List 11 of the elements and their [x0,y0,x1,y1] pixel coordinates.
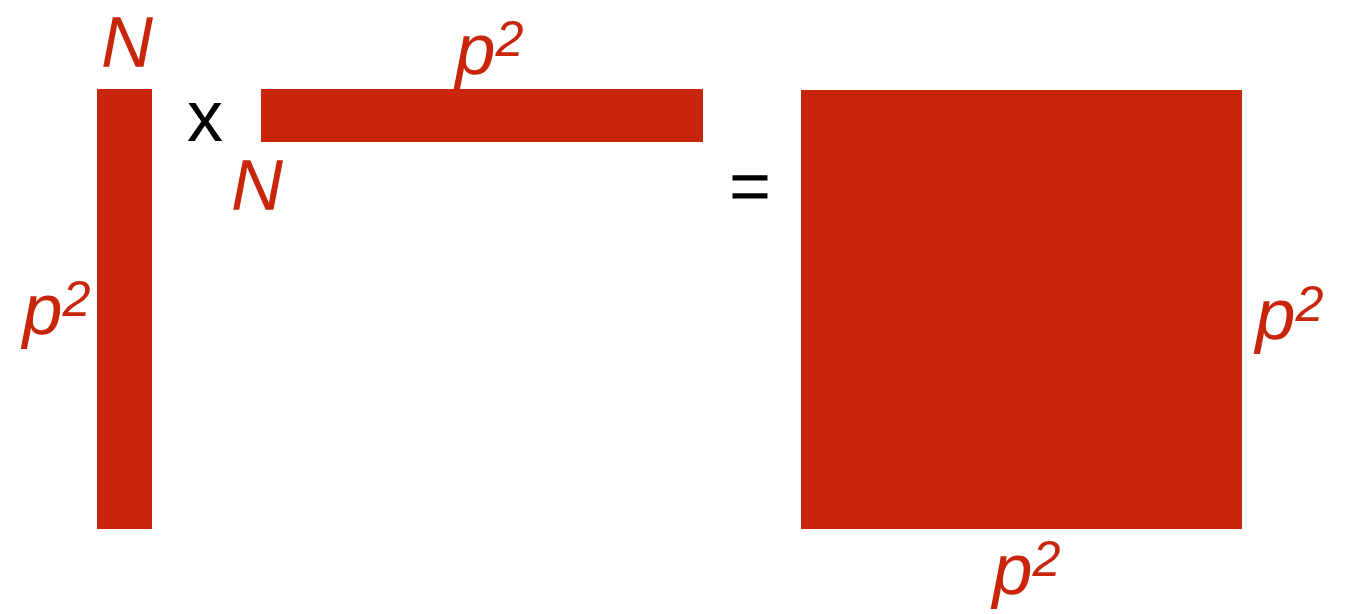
dimension-label: N [233,160,283,210]
operator-symbol: = [732,175,768,199]
dimension-label: p$^{2}$ [20,280,90,350]
matrix-block [261,89,703,142]
matrix-block [97,89,152,529]
dimension-label: p$^{2}$ [990,540,1060,610]
dimension-label: N [103,17,153,67]
matrix-block [801,90,1242,529]
operator-symbol: x [187,103,223,141]
dimension-label: p$^{2}$ [1253,285,1323,355]
dimension-label: p$^{2}$ [453,20,523,90]
